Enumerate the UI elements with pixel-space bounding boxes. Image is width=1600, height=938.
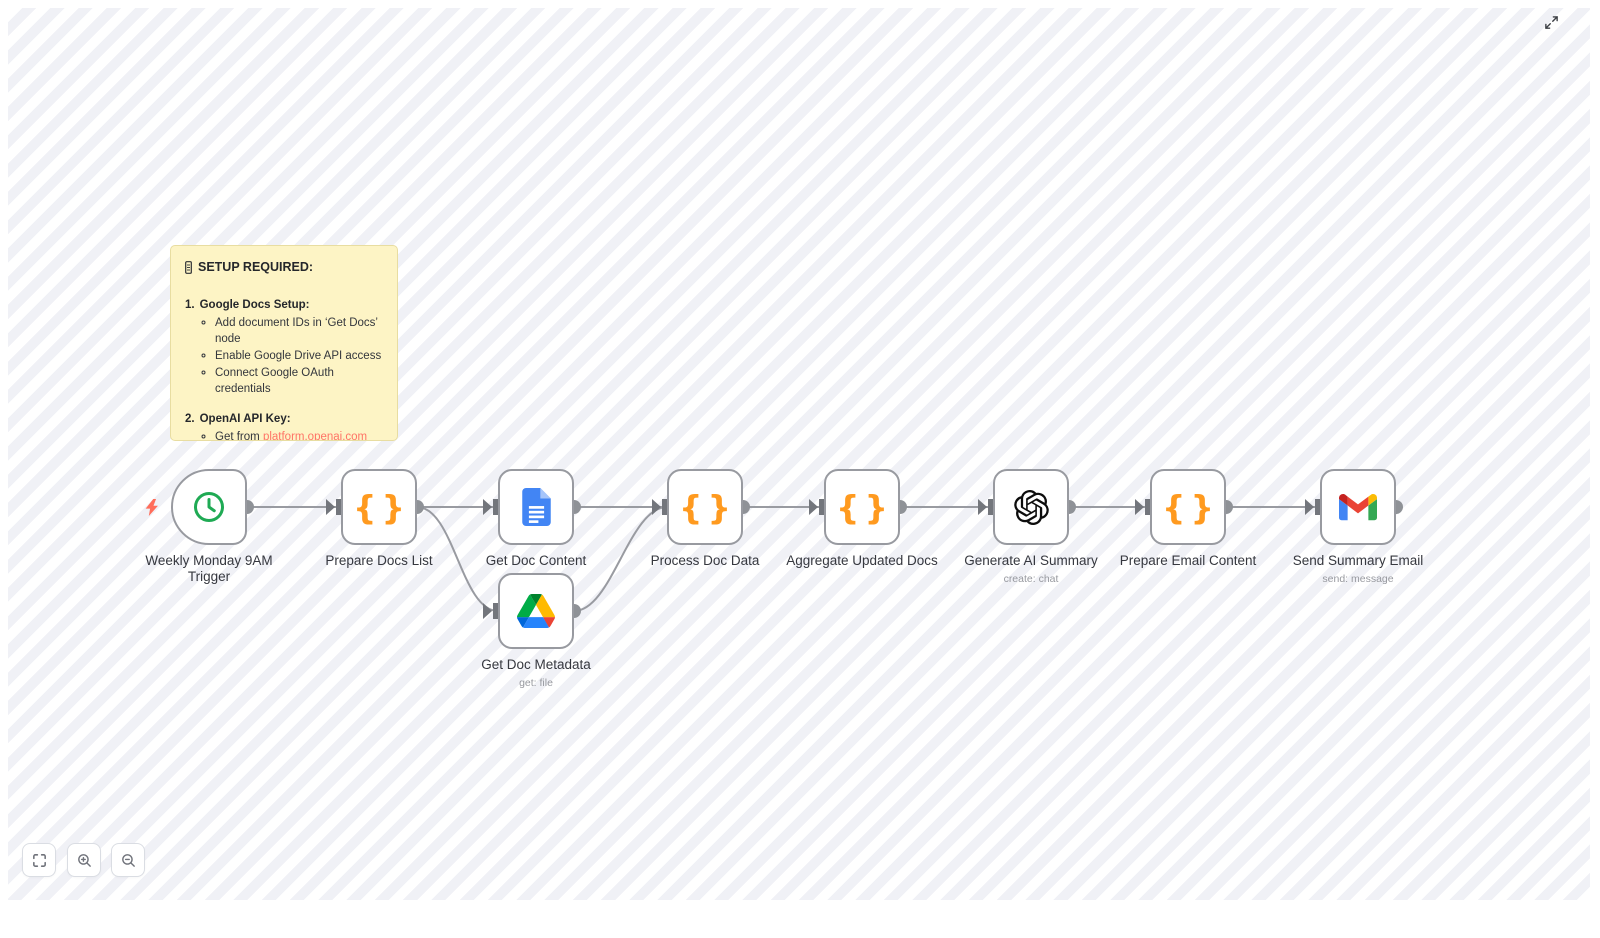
sticky-section-2-items: Get from platform.openai.com [215,430,383,441]
node-label: Process Doc Data [650,553,760,568]
sticky-note[interactable]: SETUP REQUIRED: 1. Google Docs Setup: Ad… [170,245,398,441]
node-process-doc-data[interactable] [667,469,743,545]
sticky-title-text: SETUP REQUIRED: [198,260,314,274]
section-heading: OpenAI API Key: [199,413,291,426]
zoom-out-button[interactable] [111,843,145,877]
node-label: Aggregate Updated Docs [786,553,938,568]
section-heading: Google Docs Setup: [199,299,310,312]
workflow-canvas[interactable]: SETUP REQUIRED: 1. Google Docs Setup: Ad… [8,8,1590,900]
openai-icon [1013,489,1049,525]
node-label: Get Doc Content [485,553,587,568]
node-subtitle: get: file [519,677,553,690]
code-braces-icon [348,491,410,524]
zoom-in-button[interactable] [67,843,101,877]
node-caption: Weekly Monday 9AM Trigger [129,553,289,585]
code-braces-icon [1157,491,1219,524]
missing-glyph-icon [185,261,192,275]
sticky-section-1-items: Add document IDs in ‘Get Docs’ node Enab… [215,316,383,397]
node-caption: Prepare Email Content [1103,553,1273,569]
node-aggregate-updated-docs[interactable] [824,469,900,545]
section-number: 1. [185,299,195,312]
fit-view-icon [32,853,46,867]
connection-lines[interactable] [8,8,1590,900]
list-item: Enable Google Drive API access [215,349,383,365]
node-caption: Prepare Docs List [294,553,464,569]
section-number: 2. [185,413,195,426]
node-prepare-email-content[interactable] [1150,469,1226,545]
list-item: Add document IDs in ‘Get Docs’ node [215,316,383,348]
node-subtitle: create: chat [1003,573,1059,586]
node-caption: Generate AI Summary create: chat [946,553,1116,585]
trigger-bolt-icon [145,499,158,516]
node-caption: Get Doc Content [451,553,621,569]
code-braces-icon [831,491,893,524]
zoom-out-icon [121,853,135,867]
node-get-doc-content[interactable] [498,469,574,545]
node-caption: Get Doc Metadata get: file [451,657,621,689]
node-subtitle: send: message [1322,573,1394,586]
clock-icon [194,492,224,522]
input-port-arrows [326,499,1320,619]
sticky-note-title: SETUP REQUIRED: [185,259,383,276]
node-label: Get Doc Metadata [481,657,591,672]
node-label: Prepare Docs List [325,553,433,568]
list-item: Connect Google OAuth credentials [215,366,383,398]
code-braces-icon [674,491,736,524]
gmail-icon [1339,494,1377,521]
link-prefix-text: Get from [215,431,263,441]
node-label: Send Summary Email [1292,553,1424,568]
node-send-summary-email[interactable] [1320,469,1396,545]
node-generate-ai-summary[interactable] [993,469,1069,545]
node-label: Prepare Email Content [1119,553,1257,568]
node-label: Weekly Monday 9AM Trigger [145,553,273,585]
node-prepare-docs-list[interactable] [341,469,417,545]
node-label: Generate AI Summary [964,553,1098,568]
expand-diagonal-icon [1544,15,1558,29]
openai-platform-link[interactable]: platform.openai.com [262,431,368,441]
sticky-section-2: 2. OpenAI API Key: [185,412,383,428]
node-caption: Send Summary Email send: message [1273,553,1443,585]
expand-button[interactable] [1540,11,1562,33]
fit-view-button[interactable] [22,843,56,877]
google-docs-icon [521,488,551,526]
node-caption: Process Doc Data [620,553,790,569]
google-drive-icon [517,594,555,628]
node-caption: Aggregate Updated Docs [777,553,947,569]
zoom-in-icon [77,853,91,867]
list-item: Get from platform.openai.com [215,430,383,441]
sticky-section-1: 1. Google Docs Setup: [185,298,383,314]
node-get-doc-metadata[interactable] [498,573,574,649]
node-weekly-monday-9am-trigger[interactable] [171,469,247,545]
